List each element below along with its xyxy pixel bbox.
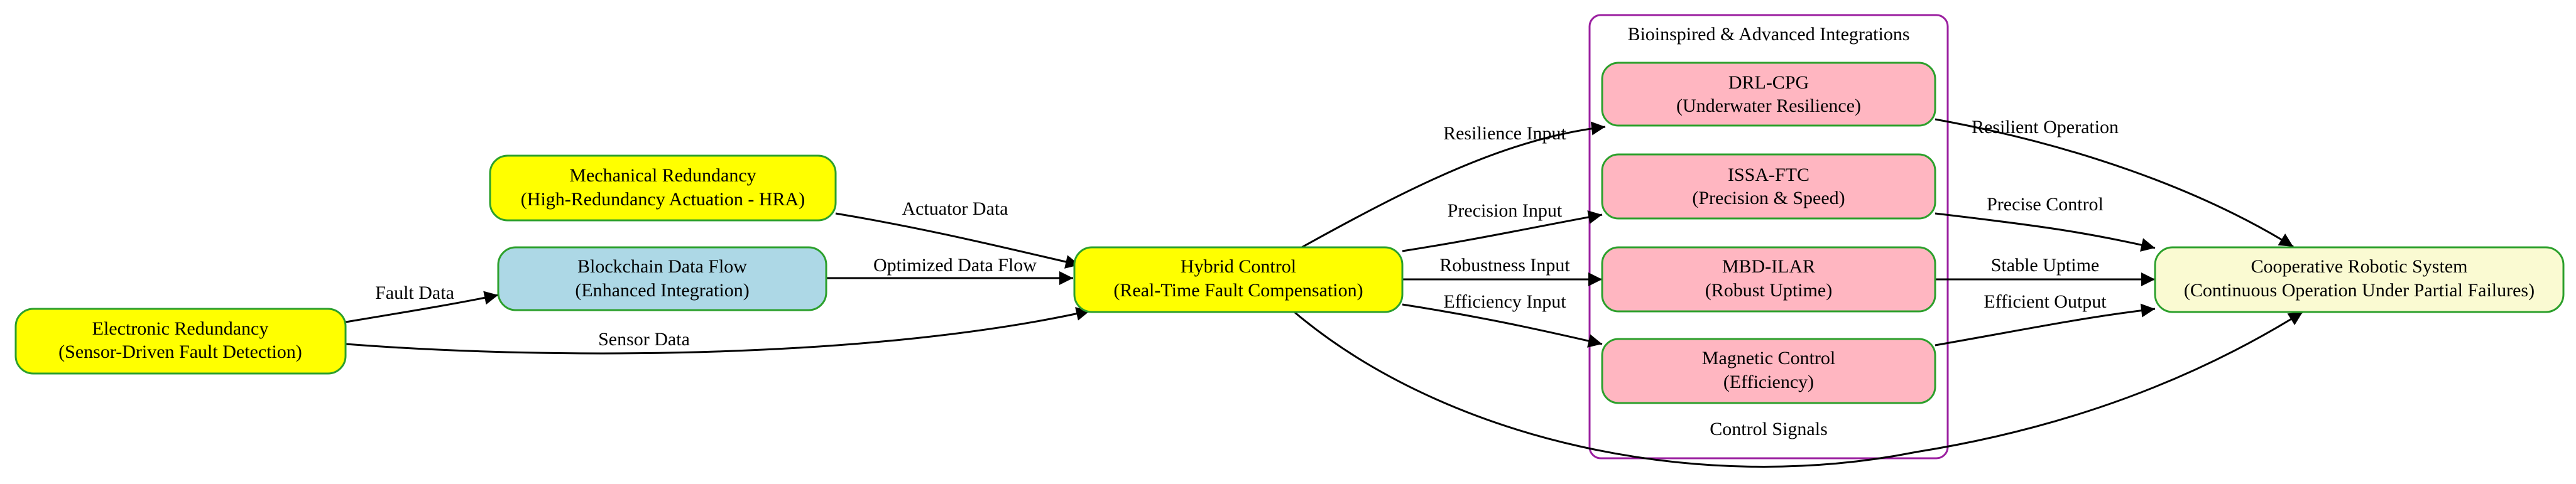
node-coop-subtitle: (Continuous Operation Under Partial Fail… <box>2184 280 2535 301</box>
label-control-signals: Control Signals <box>1710 419 1828 439</box>
node-drl-subtitle: (Underwater Resilience) <box>1676 95 1861 116</box>
cluster-box <box>1588 14 1949 460</box>
label-robustness-input: Robustness Input <box>1439 255 1570 276</box>
node-mechanical-redundancy[interactable]: Mechanical Redundancy (High-Redundancy A… <box>489 154 837 222</box>
node-hybrid-control[interactable]: Hybrid Control (Real-Time Fault Compensa… <box>1073 246 1404 313</box>
node-mbd-subtitle: (Robust Uptime) <box>1705 280 1833 301</box>
node-blockchain-data-flow[interactable]: Blockchain Data Flow (Enhanced Integrati… <box>497 246 827 311</box>
node-electronic-subtitle: (Sensor-Driven Fault Detection) <box>58 341 302 362</box>
node-electronic-title: Electronic Redundancy <box>92 318 269 339</box>
label-precision-input: Precision Input <box>1448 200 1563 221</box>
edge-actuator-data <box>835 212 1080 269</box>
node-mechanical-subtitle: (High-Redundancy Actuation - HRA) <box>521 189 805 210</box>
node-drl-title: DRL-CPG <box>1728 72 1809 93</box>
node-mbd-title: MBD-ILAR <box>1722 256 1815 277</box>
node-drl-cpg[interactable]: DRL-CPG (Underwater Resilience) <box>1601 62 1936 127</box>
edge-fault-data <box>345 291 499 323</box>
node-blockchain-subtitle: (Enhanced Integration) <box>575 280 749 301</box>
node-mechanical-title: Mechanical Redundancy <box>569 165 756 186</box>
label-fault-data: Fault Data <box>375 282 454 303</box>
label-actuator-data: Actuator Data <box>902 198 1008 219</box>
cluster-title: Bioinspired & Advanced Integrations <box>1627 24 1909 45</box>
node-magnetic-title: Magnetic Control <box>1702 348 1835 368</box>
node-mbd-ilar[interactable]: MBD-ILAR (Robust Uptime) <box>1601 246 1936 313</box>
node-issa-subtitle: (Precision & Speed) <box>1692 188 1845 208</box>
label-sensor-data: Sensor Data <box>598 329 690 350</box>
label-efficient-output: Efficient Output <box>1984 291 2107 312</box>
edge-resilience-input <box>1300 121 1606 249</box>
node-issa-ftc[interactable]: ISSA-FTC (Precision & Speed) <box>1601 153 1936 220</box>
edge-precision-input <box>1402 210 1603 252</box>
label-resilient-operation: Resilient Operation <box>1972 117 2119 137</box>
node-magnetic-control[interactable]: Magnetic Control (Efficiency) <box>1601 338 1936 404</box>
node-cooperative-robotic-system[interactable]: Cooperative Robotic System (Continuous O… <box>2154 246 2565 313</box>
node-issa-title: ISSA-FTC <box>1728 164 1809 185</box>
edge-resilient-operation <box>1935 118 2294 248</box>
node-magnetic-subtitle: (Efficiency) <box>1723 372 1814 392</box>
node-electronic-redundancy[interactable]: Electronic Redundancy (Sensor-Driven Fau… <box>14 308 347 375</box>
node-hybrid-subtitle: (Real-Time Fault Compensation) <box>1113 280 1363 301</box>
edge-efficient-output <box>1935 303 2156 347</box>
edge-sensor-data <box>345 307 1091 355</box>
node-hybrid-title: Hybrid Control <box>1181 256 1296 277</box>
label-optimized-data-flow: Optimized Data Flow <box>873 255 1037 276</box>
edge-precise-control <box>1935 212 2156 252</box>
label-efficiency-input: Efficiency Input <box>1443 291 1566 312</box>
node-coop-title: Cooperative Robotic System <box>2251 256 2468 277</box>
label-resilience-input: Resilience Input <box>1443 123 1566 144</box>
edge-efficiency-input <box>1402 303 1603 348</box>
edge-control-signals <box>1294 311 2303 468</box>
label-precise-control: Precise Control <box>1987 194 2104 215</box>
label-stable-uptime: Stable Uptime <box>1991 255 2099 276</box>
node-blockchain-title: Blockchain Data Flow <box>577 256 747 277</box>
